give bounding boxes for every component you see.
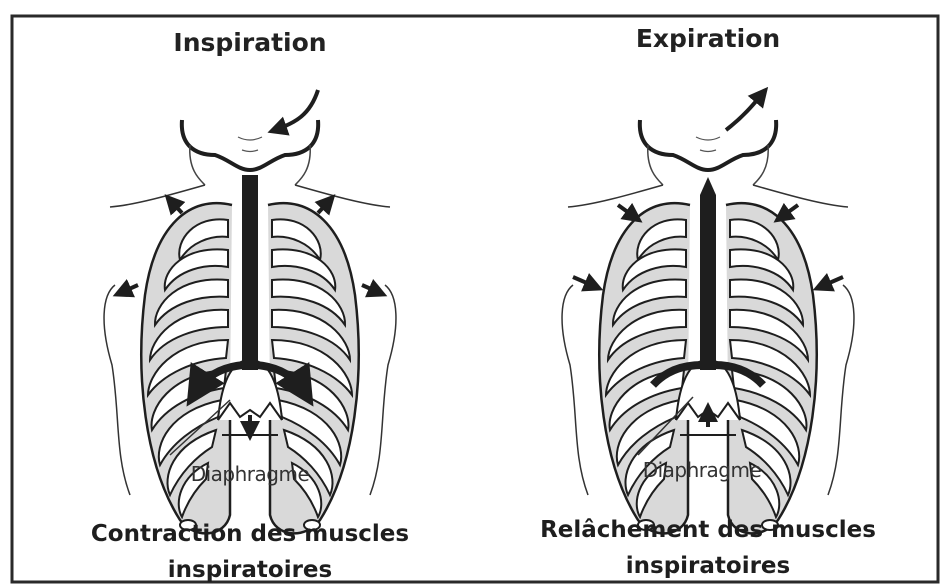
expand-arrow [362,285,380,293]
compress-arrow [780,205,798,218]
expiration-caption-line1: Relâchement des muscles [498,512,918,548]
compress-arrow [618,205,636,218]
diaphragm-label-right: Diaphragme [612,458,792,482]
inspiration-caption-line2: inspiratoires [40,552,460,588]
expand-arrow [318,200,330,213]
trachea [242,175,258,370]
compress-arrow [820,277,843,287]
air-out-arrow [726,93,763,130]
compress-arrow [573,277,596,287]
expiration-title: Expiration [608,24,808,53]
trachea [700,195,716,370]
air-in-arrow [275,90,318,130]
expand-arrow [120,285,138,293]
expand-arrow [170,200,182,213]
inspiration-caption-line1: Contraction des muscles [40,516,460,552]
diaphragm-label-left: Diaphragme [160,462,340,486]
inspiration-title: Inspiration [150,28,350,57]
expiration-caption-line2: inspiratoires [498,548,918,584]
